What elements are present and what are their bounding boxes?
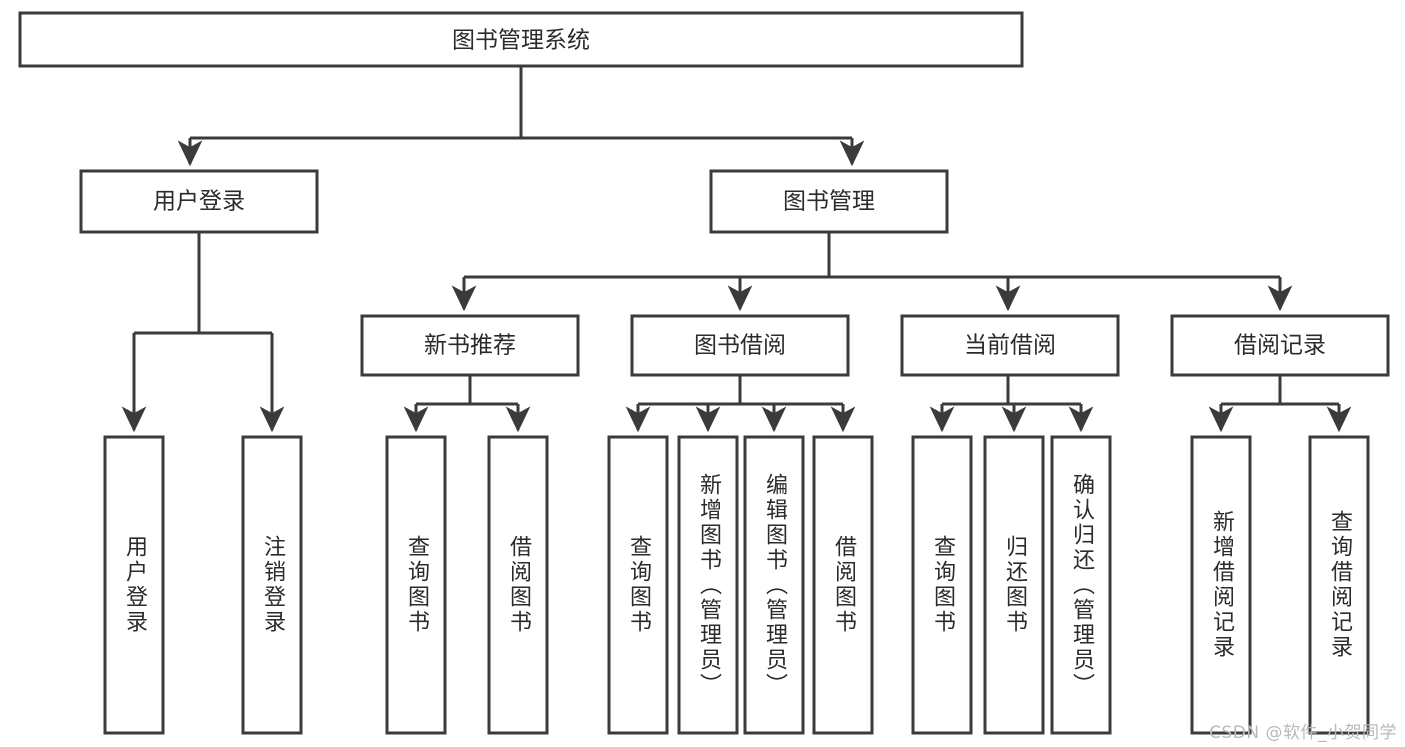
leaf-query-book-2-rect[interactable]	[607, 435, 669, 735]
connector-group-new-book-rec	[403, 375, 531, 433]
node-borrow-record[interactable]: 借阅记录	[1170, 314, 1390, 377]
connector-group-user-login	[121, 232, 285, 433]
node-book-borrow-rect[interactable]	[630, 314, 850, 377]
leaf-logout-rect[interactable]	[241, 435, 303, 735]
node-user-login[interactable]: 用户登录	[79, 169, 319, 234]
node-book-mgmt-label: 图书管理	[783, 189, 875, 215]
leaf-query-record-rect[interactable]	[1308, 435, 1370, 735]
node-new-book-rec-rect[interactable]	[360, 314, 580, 377]
leaf-user-login-rect[interactable]	[103, 435, 165, 735]
node-borrow-record-label: 借阅记录	[1234, 333, 1326, 359]
leaf-query-book-1-rect[interactable]	[385, 435, 447, 735]
connector-group-book-borrow	[625, 375, 856, 433]
node-user-login-label: 用户登录	[153, 189, 245, 215]
node-root-label: 图书管理系统	[452, 28, 590, 54]
leaf-borrow-book-2-rect[interactable]	[812, 435, 874, 735]
watermark: CSDN @软件_小贺同学	[1209, 723, 1397, 743]
node-current-borrow-rect[interactable]	[900, 314, 1120, 377]
leaf-box-group	[103, 435, 1370, 735]
node-borrow-record-rect[interactable]	[1170, 314, 1390, 377]
leaf-add-record-rect[interactable]	[1190, 435, 1252, 735]
leaf-borrow-book-1-rect[interactable]	[487, 435, 549, 735]
node-book-mgmt-rect[interactable]	[709, 169, 949, 234]
node-book-borrow-label: 图书借阅	[694, 333, 786, 359]
connector-group-borrow-record	[1208, 375, 1352, 433]
node-book-mgmt[interactable]: 图书管理	[709, 169, 949, 234]
connector-group-current-borrow	[929, 375, 1094, 433]
leaf-edit-book-rect[interactable]	[743, 435, 805, 735]
node-root[interactable]: 图书管理系统	[18, 11, 1024, 68]
node-book-borrow[interactable]: 图书借阅	[630, 314, 850, 377]
node-new-book-rec[interactable]: 新书推荐	[360, 314, 580, 377]
node-root-rect[interactable]	[18, 11, 1024, 68]
connector-group-book-mgmt	[451, 232, 1293, 312]
leaf-add-book-rect[interactable]	[677, 435, 739, 735]
node-current-borrow[interactable]: 当前借阅	[900, 314, 1120, 377]
node-current-borrow-label: 当前借阅	[964, 333, 1056, 359]
leaf-confirm-return-rect[interactable]	[1050, 435, 1112, 735]
node-new-book-rec-label: 新书推荐	[424, 333, 516, 359]
connector-group-root	[177, 66, 865, 167]
leaf-query-book-3-rect[interactable]	[911, 435, 973, 735]
leaf-return-book-rect[interactable]	[983, 435, 1045, 735]
node-user-login-rect[interactable]	[79, 169, 319, 234]
